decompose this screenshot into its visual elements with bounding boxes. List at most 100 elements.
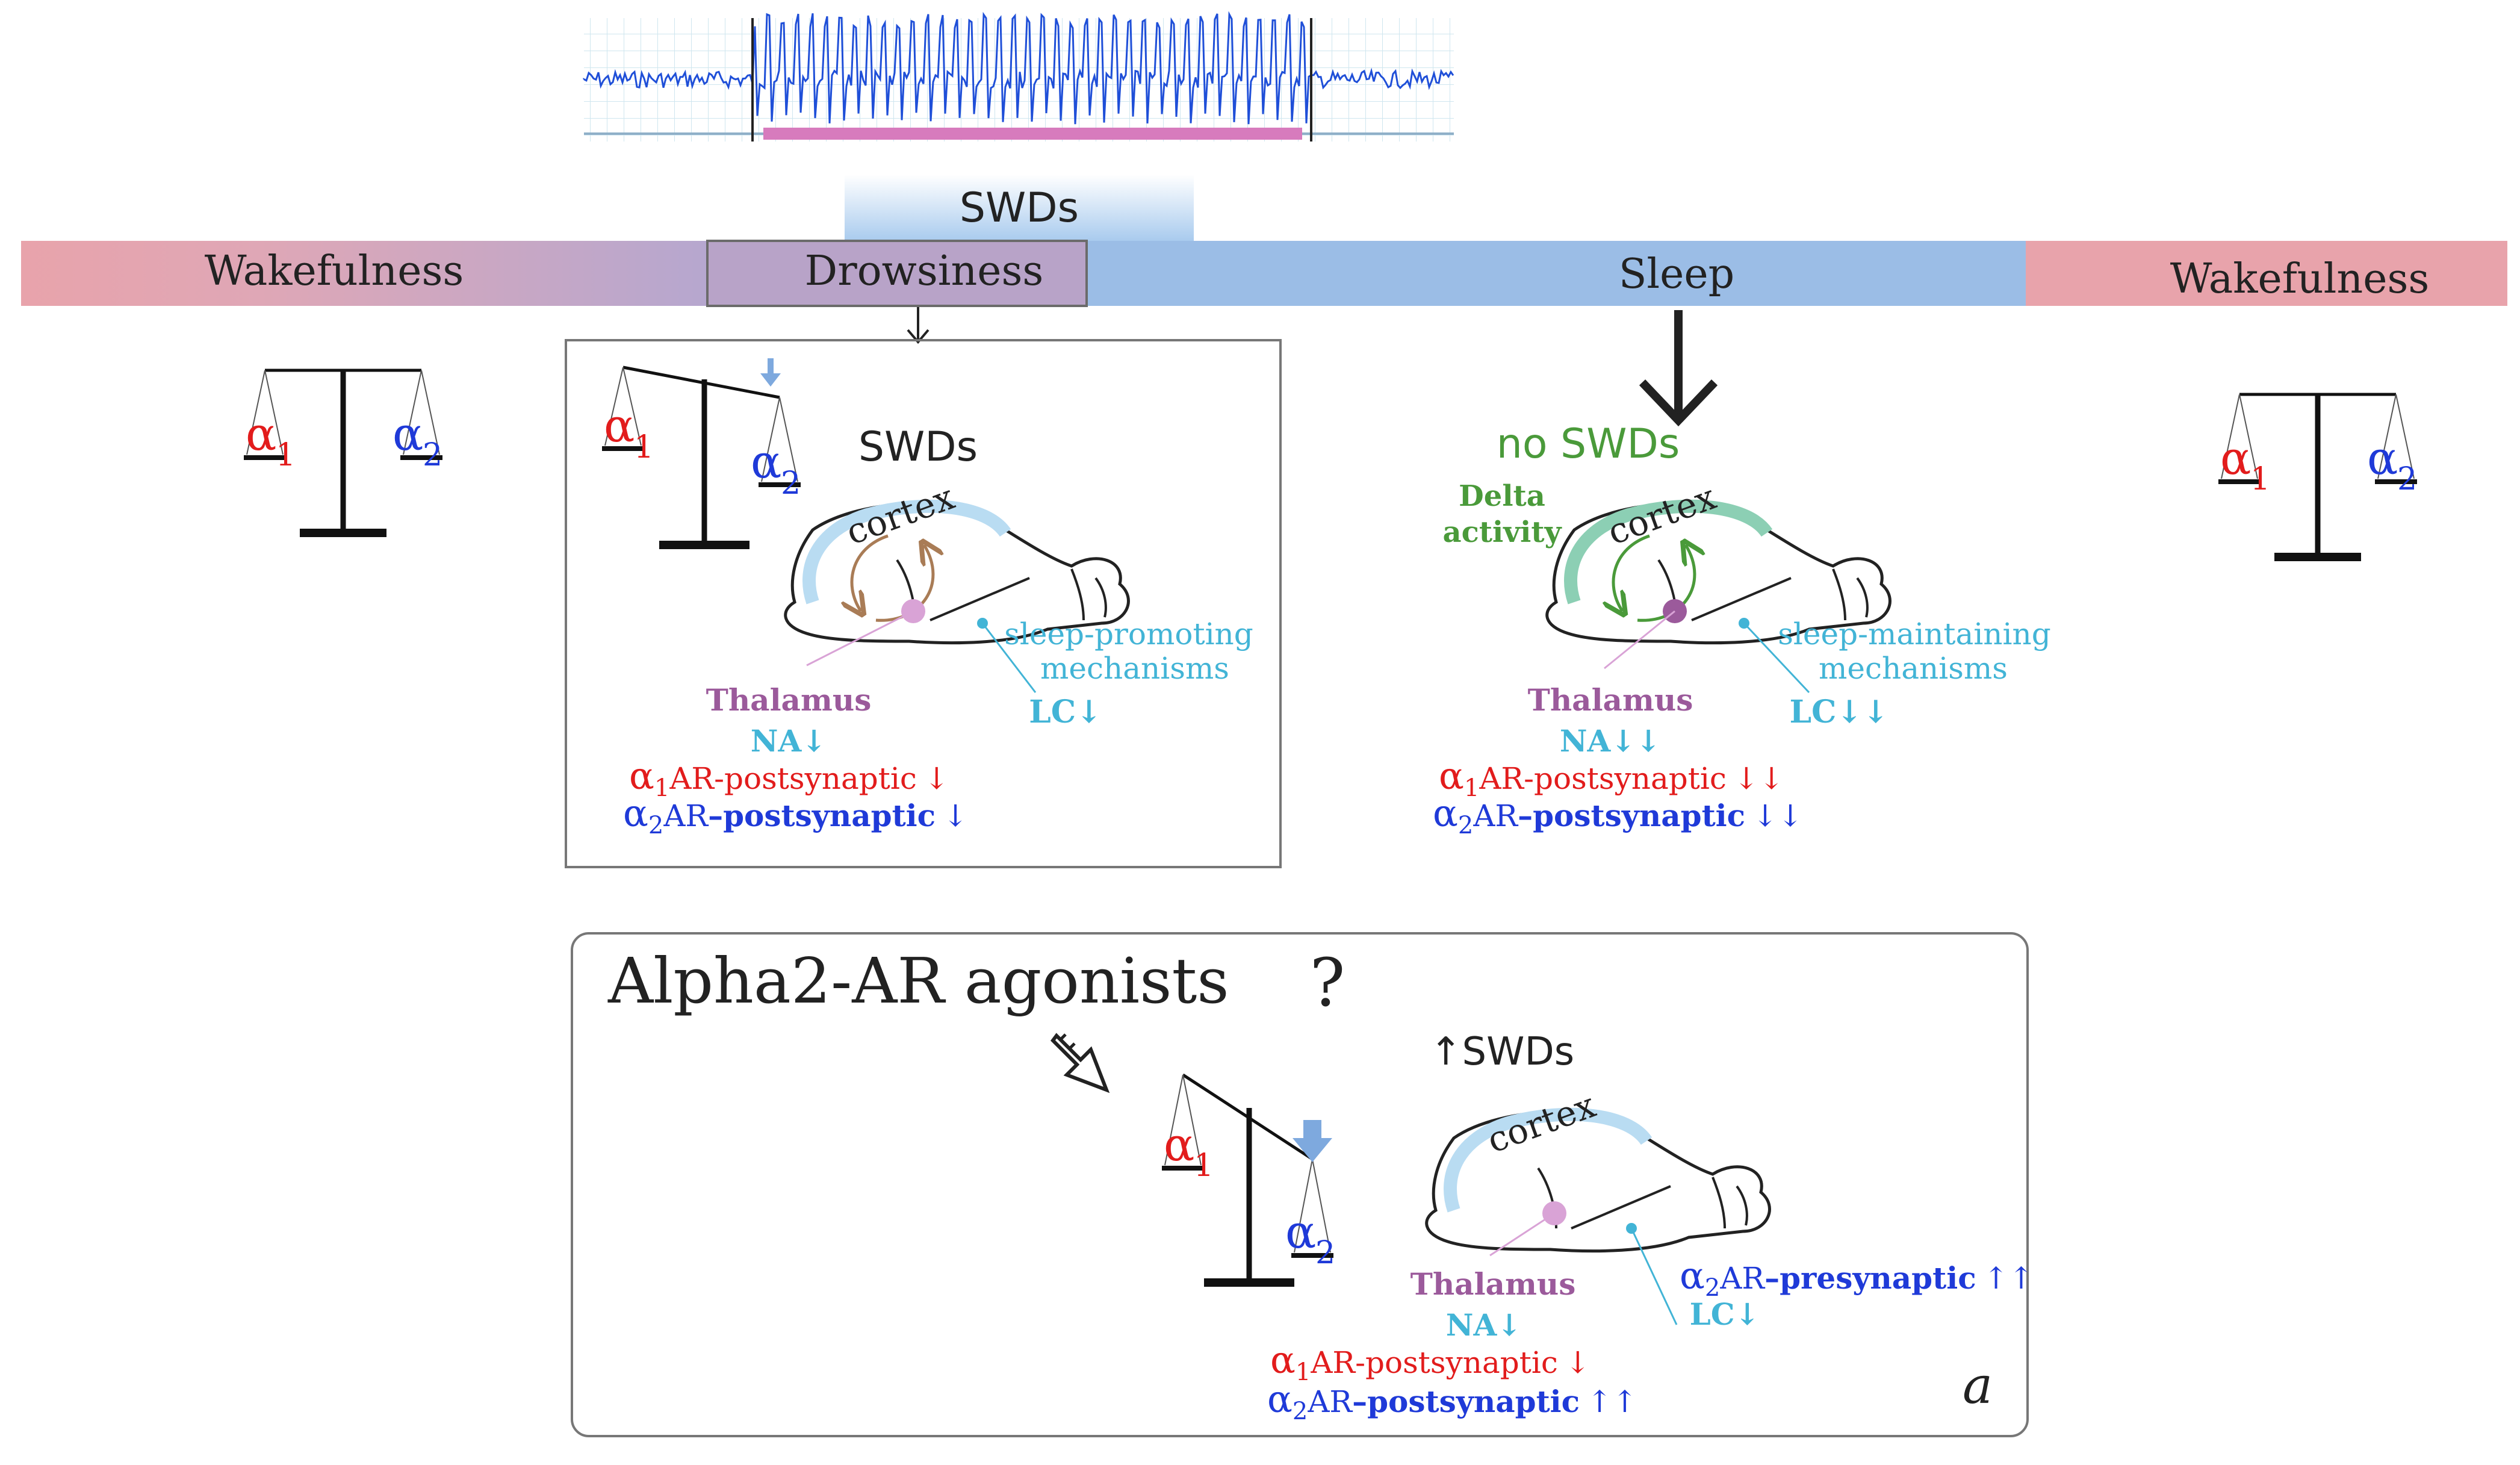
alpha2-symbol: α bbox=[1285, 1205, 1316, 1258]
sleep-promoting-line2: mechanisms bbox=[1040, 651, 1229, 686]
alpha2-subscript: 2 bbox=[781, 465, 801, 502]
alpha2-ar-presynaptic: α2AR–presynaptic↑↑ bbox=[1680, 1254, 2034, 1302]
subscript: 1 bbox=[654, 774, 669, 802]
sleep-panel: no SWDs Delta activity cortex sleep-main… bbox=[1433, 420, 2051, 839]
alpha-symbol: α bbox=[1267, 1377, 1293, 1421]
wakefulness-left-label: Wakefulness bbox=[205, 247, 464, 295]
agonist-panel: Alpha2-AR agonists ? α 1 α 2 ↑SWDs bbox=[571, 932, 2034, 1437]
subscript: 2 bbox=[648, 812, 663, 839]
label-bold: –postsynaptic bbox=[708, 798, 936, 833]
drowsiness-panel-frame bbox=[565, 339, 1282, 868]
alpha2-subscript: 2 bbox=[1315, 1235, 1335, 1271]
wakefulness-right-label: Wakefulness bbox=[2170, 255, 2430, 303]
label-prefix: AR bbox=[1719, 1261, 1765, 1296]
drowsiness-band bbox=[706, 240, 1088, 307]
alpha1-subscript: 1 bbox=[276, 437, 296, 473]
no-swds-title: no SWDs bbox=[1497, 420, 1680, 468]
balance-scale-wake-right: α 1 α 2 bbox=[2218, 393, 2417, 561]
drowsiness-arrow bbox=[907, 307, 929, 344]
arrow-icon: ↓↓ bbox=[1734, 761, 1784, 796]
alpha1-symbol: α bbox=[1164, 1118, 1194, 1171]
alpha2-ar-postsynaptic: α2AR–postsynaptic↑↑ bbox=[1267, 1377, 1637, 1425]
thalamus-label: Thalamus bbox=[706, 682, 872, 718]
hollow-arrow-icon bbox=[1051, 1033, 1110, 1093]
lc-label: LC↓ bbox=[1029, 694, 1102, 730]
alpha-symbol: α bbox=[1270, 1338, 1296, 1382]
agonist-title: Alpha2-AR agonists bbox=[607, 944, 1229, 1018]
arrow-icon: ↓ bbox=[1565, 1345, 1591, 1380]
alpha2-subscript: 2 bbox=[2397, 461, 2417, 497]
alpha1-subscript: 1 bbox=[634, 429, 654, 465]
subscript: 2 bbox=[1293, 1398, 1308, 1425]
balance-scale-wake-left: α 1 α 2 bbox=[244, 369, 442, 537]
alpha-symbol: α bbox=[1439, 754, 1464, 798]
panel-letter: a bbox=[1963, 1356, 1993, 1415]
swd-duration-bar bbox=[763, 128, 1302, 140]
down-arrow-icon bbox=[760, 358, 781, 387]
arrow-icon: ↓ bbox=[943, 798, 968, 833]
sleep-label: Sleep bbox=[1619, 250, 1734, 298]
label-bold: –presynaptic bbox=[1764, 1260, 1976, 1296]
state-timeline: SWDs Wakefulness Drowsiness Sleep Wakefu… bbox=[21, 175, 2507, 307]
agonist-panel-frame bbox=[571, 932, 2029, 1437]
drowsiness-panel: α 1 α 2 SWDs cortex sleep-promoting mech… bbox=[565, 339, 1282, 868]
alpha2-symbol: α bbox=[393, 407, 423, 461]
drowsy-swds-title: SWDs bbox=[858, 423, 978, 471]
balance-scale-agonist: α 1 α 2 bbox=[1162, 1073, 1335, 1287]
sleep-arrow bbox=[1639, 310, 1718, 427]
swds-band-label: SWDs bbox=[960, 184, 1079, 232]
alpha2-ar-postsynaptic: α2AR–postsynaptic↓ bbox=[623, 791, 968, 839]
wakefulness-left-band bbox=[21, 241, 707, 306]
question-mark: ? bbox=[1310, 944, 1345, 1021]
thalamus-label: Thalamus bbox=[1528, 682, 1693, 718]
label-text: AR-postsynaptic bbox=[1479, 761, 1727, 796]
delta-activity-line1: Delta bbox=[1459, 479, 1545, 513]
down-arrow-icon bbox=[1293, 1120, 1332, 1162]
subscript: 2 bbox=[1705, 1274, 1720, 1302]
alpha1-subscript: 1 bbox=[1194, 1148, 1214, 1184]
arrow-icon: ↑↑ bbox=[1984, 1261, 2034, 1296]
alpha2-subscript: 2 bbox=[423, 437, 442, 473]
alpha2-symbol: α bbox=[751, 435, 781, 488]
alpha-symbol: α bbox=[629, 754, 654, 798]
delta-activity-line2: activity bbox=[1443, 515, 1563, 549]
label-bold: –postsynaptic bbox=[1518, 798, 1745, 833]
sleep-maintaining-line1: sleep-maintaining bbox=[1778, 617, 2050, 652]
wakefulness-right-band bbox=[2026, 241, 2507, 306]
na-label: NA↓ bbox=[1446, 1307, 1522, 1343]
thalamus-label: Thalamus bbox=[1411, 1266, 1576, 1302]
alpha-symbol: α bbox=[1433, 791, 1458, 835]
alpha1-ar-postsynaptic: α1AR-postsynaptic↓ bbox=[629, 754, 949, 802]
label-text: AR-postsynaptic bbox=[1310, 1345, 1558, 1380]
label-text: AR-postsynaptic bbox=[669, 761, 917, 796]
eeg-trace bbox=[583, 11, 1454, 142]
alpha1-symbol: α bbox=[604, 399, 635, 452]
swds-band bbox=[845, 175, 1194, 241]
label-bold: –postsynaptic bbox=[1352, 1384, 1580, 1419]
lc-label: LC↓ bbox=[1690, 1296, 1760, 1332]
lc-label: LC↓↓ bbox=[1789, 694, 1888, 730]
na-label: NA↓↓ bbox=[1560, 723, 1661, 759]
eeg-signal bbox=[583, 11, 1454, 125]
alpha1-symbol: α bbox=[246, 407, 276, 461]
subscript: 2 bbox=[1458, 812, 1473, 839]
label-prefix: AR bbox=[663, 798, 709, 833]
alpha-symbol: α bbox=[623, 791, 648, 835]
subscript: 1 bbox=[1464, 774, 1479, 802]
arrow-icon: ↓↓ bbox=[1752, 798, 1803, 833]
alpha1-ar-postsynaptic: α1AR-postsynaptic↓ bbox=[1270, 1338, 1591, 1386]
sleep-promoting-line1: sleep-promoting bbox=[1004, 617, 1253, 652]
subscript: 1 bbox=[1296, 1358, 1311, 1386]
na-label: NA↓ bbox=[751, 723, 827, 759]
alpha-symbol: α bbox=[1680, 1254, 1705, 1298]
arrow-icon: ↓ bbox=[924, 761, 949, 796]
alpha2-ar-postsynaptic: α2AR–postsynaptic↓↓ bbox=[1433, 791, 1803, 839]
balance-scale-drowsy: α 1 α 2 bbox=[602, 358, 801, 549]
label-prefix: AR bbox=[1307, 1384, 1353, 1419]
arrow-icon: ↑↑ bbox=[1587, 1384, 1637, 1419]
increased-swds-label: ↑SWDs bbox=[1430, 1030, 1574, 1074]
sleep-maintaining-line2: mechanisms bbox=[1819, 651, 2008, 686]
alpha1-subscript: 1 bbox=[2250, 461, 2270, 497]
alpha1-symbol: α bbox=[2220, 431, 2251, 485]
